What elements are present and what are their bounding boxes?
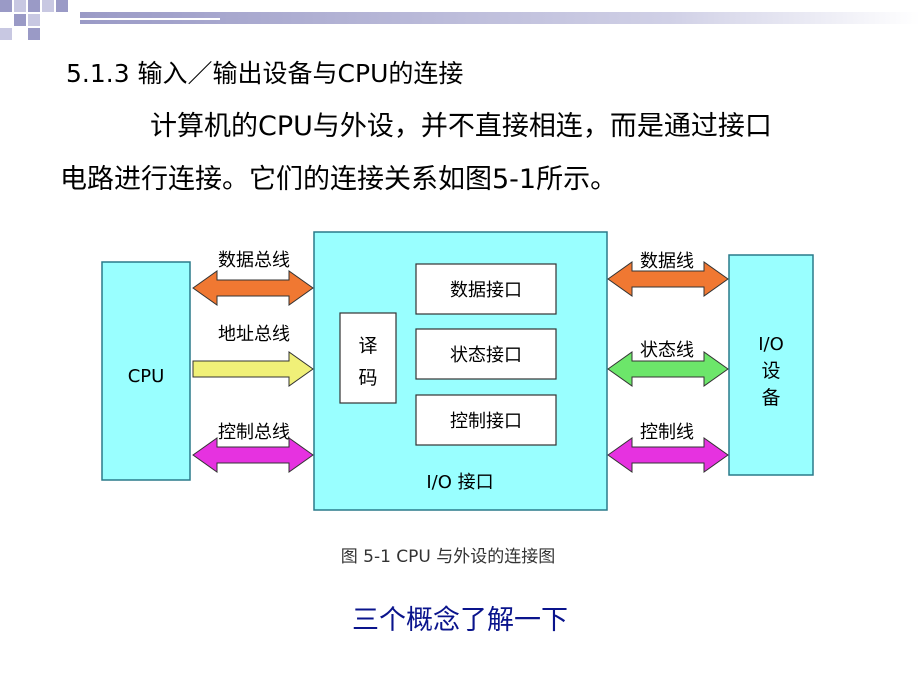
section-heading: 5.1.3 输入／输出设备与CPU的连接	[66, 59, 464, 88]
io-device-label-line1: I/O	[758, 334, 784, 355]
title-ornament-highlight	[80, 18, 220, 20]
paragraph-line-2: 电路进行连接。它们的连接关系如图5-1所示。	[60, 164, 618, 195]
data-port-label: 数据接口	[450, 280, 522, 301]
cpu-box: CPU	[101, 261, 191, 481]
status-line-label: 状态线	[640, 340, 694, 361]
control-line-arrow	[607, 437, 729, 473]
status-port-box: 状态接口	[415, 328, 557, 380]
footer-note: 三个概念了解一下	[352, 605, 568, 636]
data-line-arrow	[607, 261, 729, 297]
decoder-label-bottom: 码	[358, 367, 377, 389]
control-port-box: 控制接口	[415, 394, 557, 446]
decoder-label-top: 译	[358, 335, 377, 357]
data-port-box: 数据接口	[415, 263, 557, 315]
io-device-label-line3: 备	[761, 387, 780, 409]
data-line-label: 数据线	[640, 251, 694, 272]
title-ornament-squares	[0, 0, 68, 40]
decoder-box: 译 码	[339, 312, 397, 404]
control-bus-arrow	[192, 437, 314, 473]
cpu-label: CPU	[128, 366, 165, 387]
paragraph-line-1: 计算机的CPU与外设，并不直接相连，而是通过接口	[150, 111, 772, 142]
io-device-box: I/O 设 备	[728, 254, 814, 476]
status-port-label: 状态接口	[450, 345, 522, 366]
figure-caption: 图 5-1 CPU 与外设的连接图	[341, 547, 556, 567]
data-bus-label: 数据总线	[218, 250, 290, 271]
title-ornament-bar	[80, 12, 920, 24]
status-line-arrow	[607, 351, 729, 387]
address-bus-arrow	[192, 351, 314, 387]
data-bus-arrow	[192, 270, 314, 306]
control-bus-label: 控制总线	[218, 422, 290, 443]
control-port-label: 控制接口	[450, 411, 522, 432]
io-device-label-line2: 设	[761, 360, 780, 382]
address-bus-label: 地址总线	[218, 324, 290, 345]
control-line-label: 控制线	[640, 422, 694, 443]
io-interface-label: I/O 接口	[426, 472, 493, 493]
